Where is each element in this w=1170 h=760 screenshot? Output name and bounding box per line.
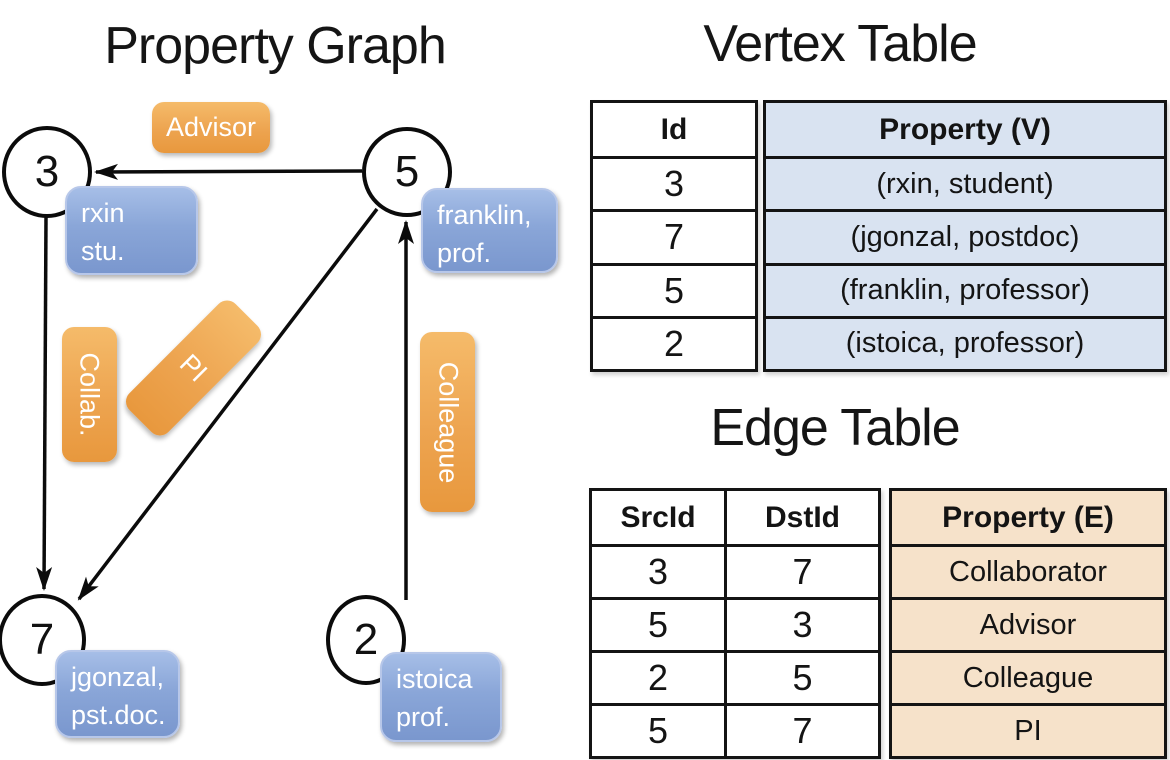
node-id-text: 3 [34,147,60,196]
edge-table-srcid-header: SrcId [620,500,696,534]
edge-3-to-7-collab [36,216,53,591]
edge-table-srcid-cell: 5 [592,703,724,756]
node-id-text: 2 [353,615,379,664]
edge-table-property-cell: Colleague [892,650,1164,703]
vertex-table-property-cell: (franklin, professor) [766,262,1164,316]
edge-table-property-cell: Collaborator [892,544,1164,597]
vertex-table-id-cell: 5 [593,262,755,316]
edge-table-srcid-cell: 5 [592,597,724,650]
vertex-label-line2: prof. [437,238,492,269]
edge-label-text: Collab. [75,352,106,437]
property-graph-title: Property Graph [104,17,447,75]
edge-table-property-column: Property (E) Collaborator Advisor Collea… [889,488,1167,759]
vertex-table-id-header: Id [660,112,688,146]
edge-table-srcid-cell: 2 [592,650,724,703]
vertex-label-line1: rxin [81,198,125,228]
edge-table-property-cell: Advisor [892,597,1164,650]
vertex-table-property-cell: (jgonzal, postdoc) [766,209,1164,263]
vertex-table-id-column: Id 3 7 5 2 [590,100,758,372]
vertex-label-line2: stu. [81,236,125,267]
node-id-text: 7 [29,615,55,664]
node-id-text: 5 [394,147,420,196]
vertex-label-istoica: istoica prof. [380,652,502,742]
vertex-label-rxin: rxin stu. [65,186,198,275]
vertex-table-property-cell: (rxin, student) [766,156,1164,210]
vertex-label-line1: istoica [396,664,473,694]
edge-table-property-cell: PI [892,703,1164,756]
edge-label-text: Colleague [433,361,463,483]
edge-table-srcid-cell: 3 [592,544,724,597]
vertex-label-jgonzal: jgonzal, pst.doc. [55,650,180,738]
edge-table-dstid-cell: 3 [724,597,878,650]
vertex-table-id-cell: 3 [593,156,755,209]
edge-table-ids-columns: SrcId DstId 3 7 5 3 2 5 5 7 [589,488,881,759]
edge-table-dstid-cell: 7 [724,544,878,597]
vertex-label-line2: pst.doc. [71,700,166,731]
edge-label-text: PI [174,348,214,388]
edge-table-title: Edge Table [710,399,960,457]
vertex-table-id-cell: 7 [593,209,755,262]
vertex-table-property-cell: (istoica, professor) [766,315,1164,369]
vertex-table-property-header: Property (V) [766,103,1164,157]
edge-table-dstid-cell: 5 [724,650,878,703]
vertex-label-franklin: franklin, prof. [421,188,558,273]
vertex-table-title: Vertex Table [703,15,977,73]
vertex-label-line2: prof. [396,702,451,733]
vertex-label-line1: jgonzal, [71,662,165,692]
edge-label-text: Advisor [165,112,257,142]
graph-node-3: 3 [2,126,92,218]
edge-label-collab: Collab. [62,327,117,462]
edge-table-property-header: Property (E) [892,491,1164,544]
edge-5-to-3-advisor [94,163,363,180]
edge-label-colleague: Colleague [420,332,475,512]
vertex-table-property-column: Property (V) (rxin, student) (jgonzal, p… [763,100,1167,372]
graph-node-5: 5 [362,127,452,217]
edge-table-dstid-cell: 7 [724,703,878,756]
vertex-table-id-cell: 2 [593,315,755,369]
edge-label-pi: PI [121,295,266,441]
edge-table-dstid-header: DstId [724,491,878,544]
edge-label-advisor: Advisor [152,102,270,153]
vertex-label-line1: franklin, [437,200,532,230]
